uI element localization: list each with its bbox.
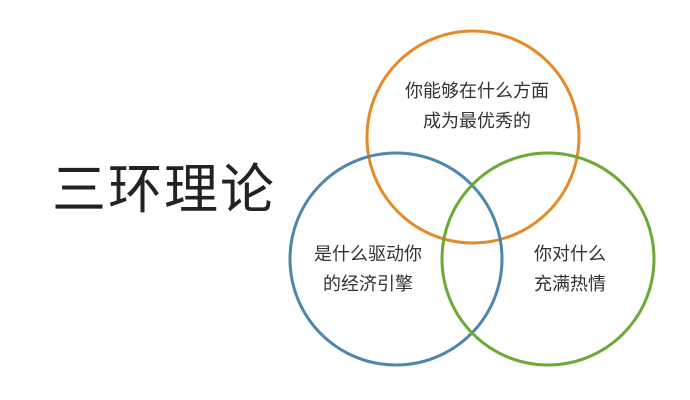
circle-right-label: 你对什么 充满热情 [510,240,630,300]
circle-top-line-2: 成为最优秀的 [423,111,531,132]
circle-left-label: 是什么驱动你 的经济引擎 [298,240,438,300]
page-title: 三环理论 [52,158,276,221]
circle-right-line-2: 充满热情 [534,274,606,295]
circle-left-line-2: 的经济引擎 [323,274,413,295]
circle-top-line-1: 你能够在什么方面 [405,81,549,102]
circle-top [365,29,581,245]
circle-right [440,151,656,367]
circle-left-line-1: 是什么驱动你 [314,244,422,265]
circle-top-label: 你能够在什么方面 成为最优秀的 [392,77,562,137]
circle-right-line-1: 你对什么 [534,244,606,265]
circle-left [288,151,504,367]
